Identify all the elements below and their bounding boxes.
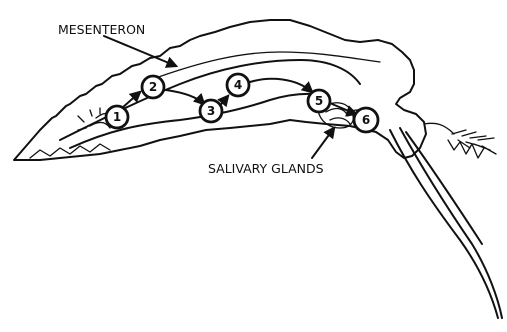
stage-marker: 4	[227, 74, 249, 96]
mesenteron-label: MESENTERON	[58, 22, 145, 37]
stage-marker: 2	[142, 76, 164, 98]
stage-number: 6	[362, 113, 370, 127]
stage-number: 2	[149, 80, 157, 94]
body-outline	[14, 20, 426, 160]
gut-tract	[60, 52, 380, 148]
stage-number: 3	[207, 104, 215, 118]
stage-marker: 5	[308, 90, 330, 112]
salivary-glands-pointer	[312, 128, 334, 158]
label-pointers	[104, 36, 334, 158]
salivary-glands-label: SALIVARY GLANDS	[208, 161, 324, 176]
stage-marker: 3	[200, 100, 222, 122]
stage-marker: 1	[106, 106, 128, 128]
stage-number: 1	[113, 110, 121, 124]
stage-number: 4	[234, 78, 242, 92]
stage-marker: 6	[354, 108, 378, 132]
head-proboscis	[390, 123, 502, 318]
stage-number: 5	[315, 94, 323, 108]
